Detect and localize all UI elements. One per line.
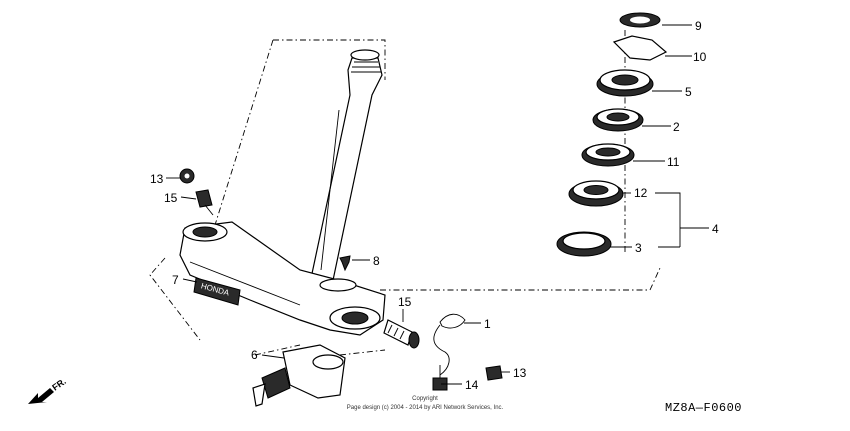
callout-13-left: 13	[150, 172, 164, 186]
callout-10: 10	[693, 50, 707, 64]
adjusting-nut-5	[596, 69, 654, 97]
callout-13-right: 13	[513, 366, 527, 380]
callout-5: 5	[685, 85, 692, 99]
leader-lines	[166, 24, 709, 385]
diagram-code: MZ8A—F0600	[665, 401, 742, 415]
upper-bearing-2	[592, 108, 644, 132]
callout-3: 3	[635, 241, 642, 255]
arrow-icon	[28, 388, 54, 404]
callout-4: 4	[712, 222, 719, 236]
direction-label: FR.	[50, 376, 68, 393]
lock-washer-10	[612, 35, 668, 61]
copyright-notice: Copyright Page design (c) 2004 - 2014 by…	[347, 396, 504, 411]
steering-stem-shaft	[309, 49, 383, 286]
bolt-14	[432, 365, 448, 391]
ignition-switch-6	[252, 344, 346, 407]
bearing-race-11	[581, 143, 635, 167]
lower-bearing-12	[568, 180, 624, 207]
callout-14: 14	[465, 378, 479, 392]
callout-8: 8	[373, 254, 380, 268]
callout-7: 7	[172, 273, 179, 287]
screw-8	[339, 255, 351, 272]
callout-15-right: 15	[398, 295, 412, 309]
bottom-bridge	[179, 221, 386, 336]
callout-6: 6	[251, 348, 258, 362]
copyright-line-1: Copyright	[412, 396, 438, 402]
callout-labels: 9 10 5 2 11 12 3 4 1 14 13 15 8 6 7 13 1…	[150, 19, 719, 392]
copyright-line-2: Page design (c) 2004 - 2014 by ARI Netwo…	[347, 405, 504, 411]
bolt-15-right	[383, 319, 420, 349]
guide-lines	[149, 30, 661, 356]
cap-13-right	[485, 365, 503, 381]
callout-2: 2	[673, 120, 680, 134]
nut-13-left	[179, 168, 195, 184]
lock-nut-9	[619, 12, 661, 28]
honda-emblem: HONDA	[193, 277, 241, 306]
callout-15-left: 15	[164, 191, 178, 205]
bolt-15-left	[195, 189, 214, 216]
callout-1: 1	[484, 317, 491, 331]
callout-12: 12	[634, 186, 648, 200]
wire-lead-1	[433, 313, 466, 376]
callout-9: 9	[695, 19, 702, 33]
dust-seal-3	[556, 231, 612, 257]
front-direction-arrow: FR.	[28, 376, 68, 404]
callout-11: 11	[667, 155, 680, 169]
